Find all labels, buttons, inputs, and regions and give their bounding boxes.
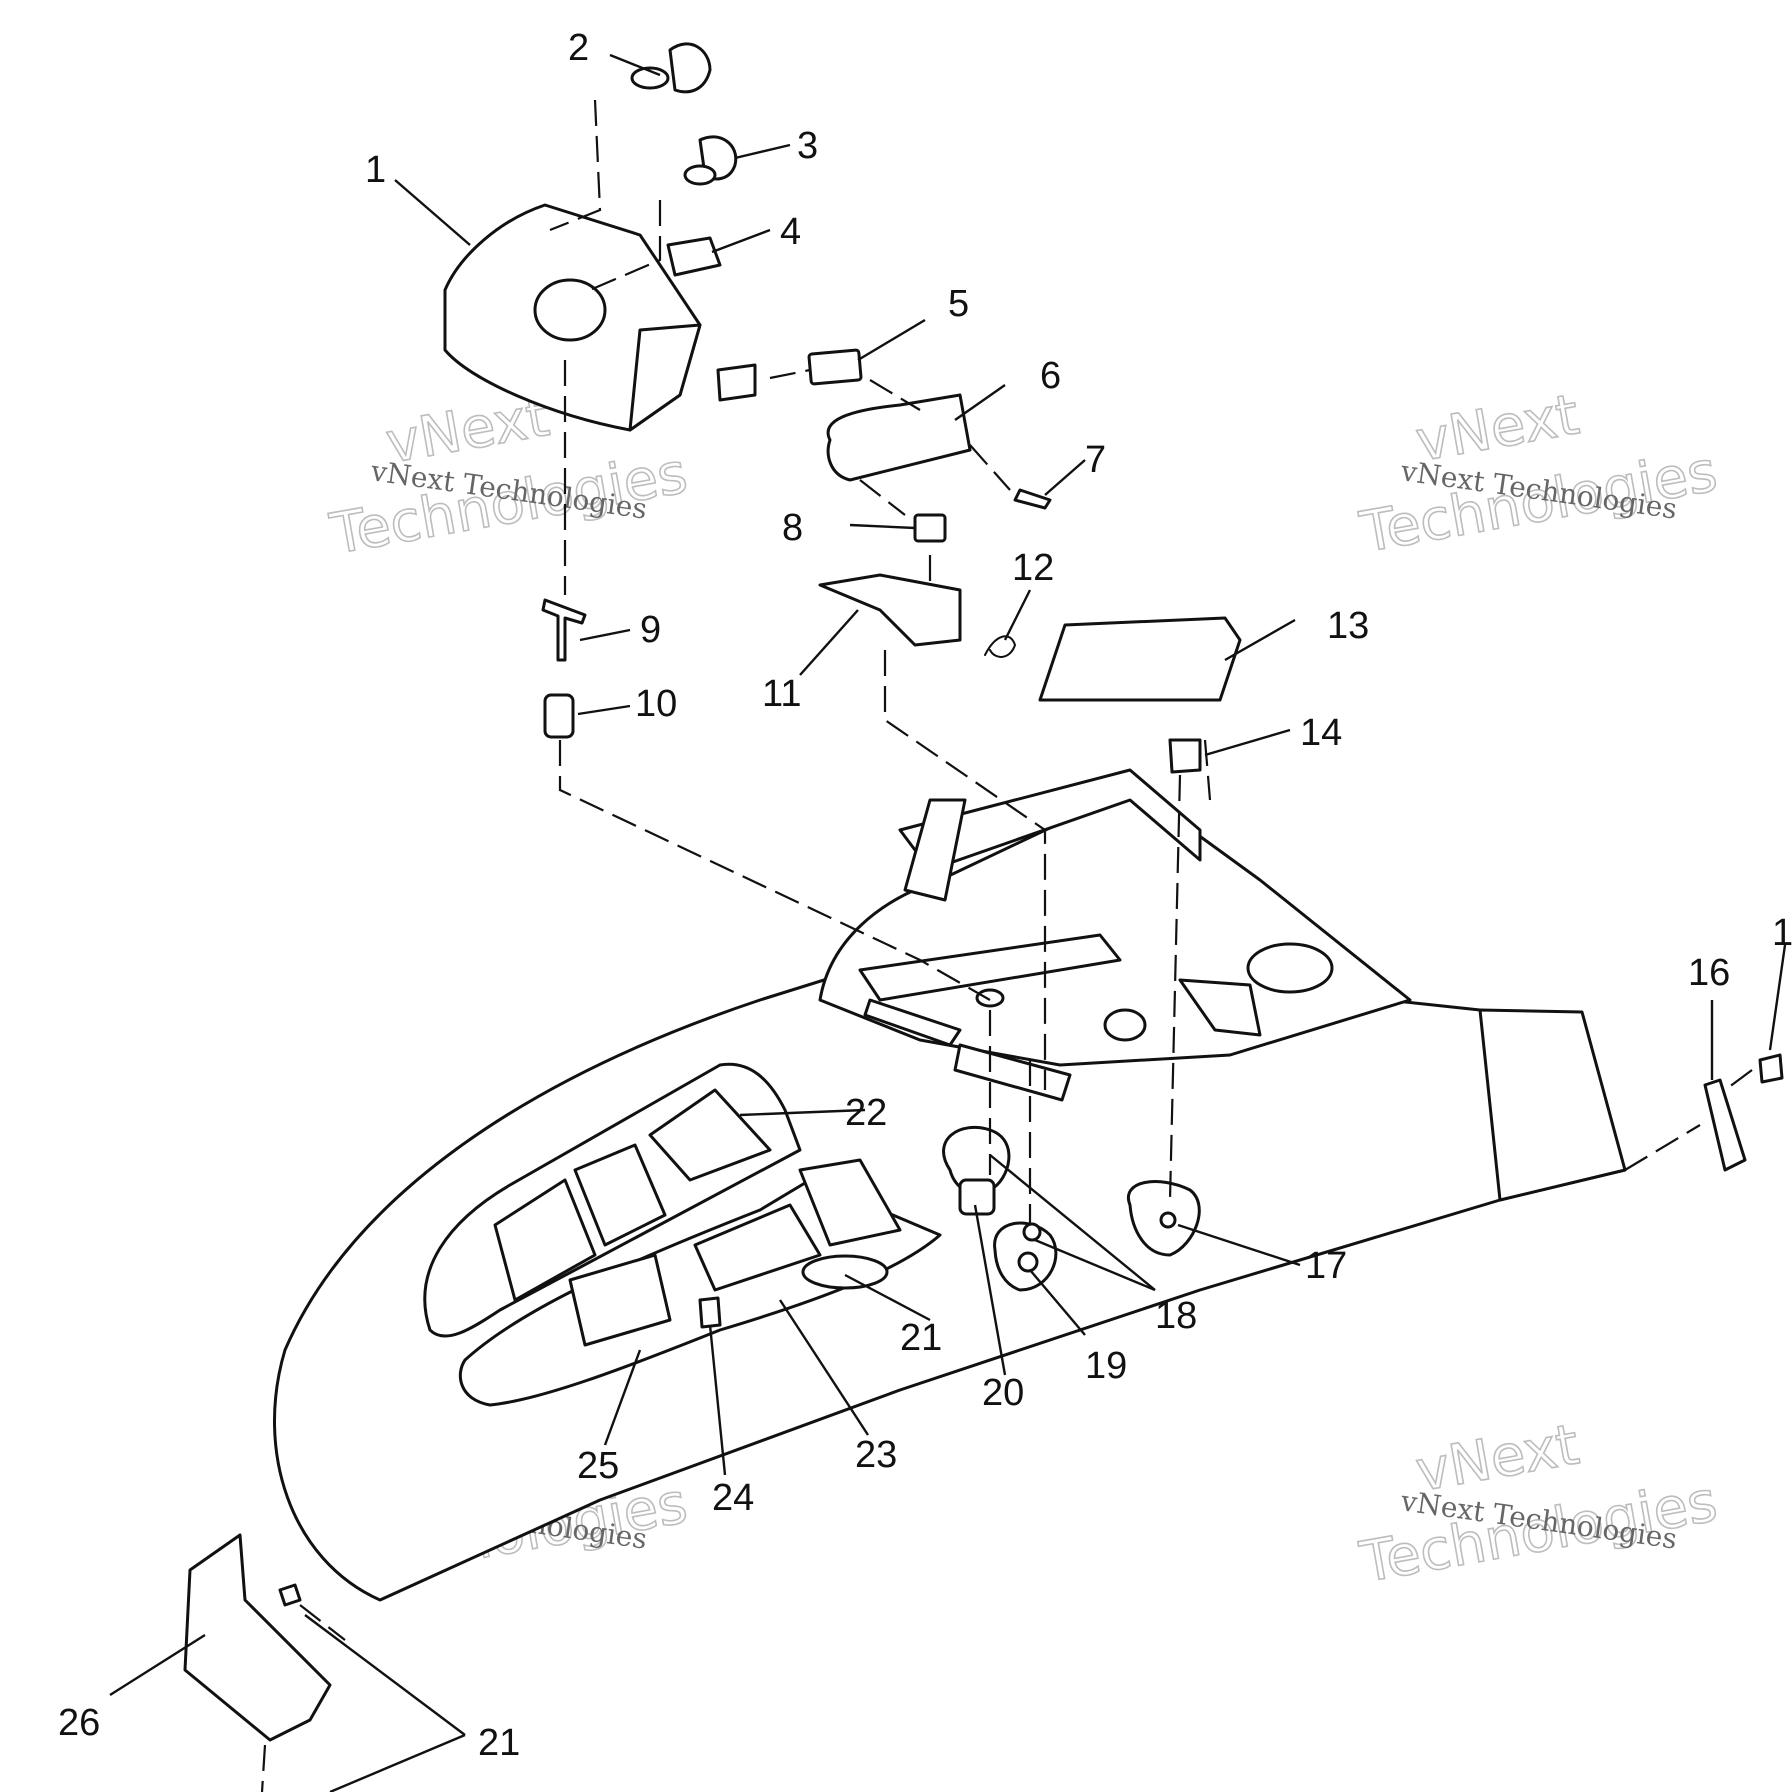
callout-11: 11	[762, 673, 801, 715]
assembly-guide-lines	[260, 99, 1753, 1792]
callout-26: 26	[58, 1702, 100, 1744]
callout-24: 24	[712, 1477, 754, 1519]
side-bracket-pin	[278, 1583, 302, 1607]
callout-8: 8	[782, 507, 803, 549]
hood-front-lip	[1478, 1008, 1627, 1202]
hood-outer-shell	[273, 948, 1627, 1602]
hood-slot-plate	[858, 933, 1122, 1002]
hood-hole-mount	[975, 988, 1005, 1008]
adjuster-assembly	[541, 598, 587, 739]
nut-8	[913, 513, 947, 543]
bracket-6	[826, 393, 972, 482]
callout-7: 7	[1085, 439, 1106, 481]
bracket-11	[818, 573, 962, 647]
watermark-bottom-right: vNext Technologies	[1354, 1412, 1722, 1597]
hood-hinge-strip	[953, 1043, 1072, 1102]
adjuster-screw-9	[541, 598, 587, 662]
switch-24	[698, 1296, 722, 1329]
side-bracket-26	[183, 1533, 332, 1742]
callout-25: 25	[577, 1445, 619, 1487]
callout-labels: 1 2 3 4 5 6 7 8 9 10 11 12 13 14 16 17 1…	[58, 27, 1792, 1764]
callout-6: 6	[1040, 355, 1061, 397]
callout-15-partial: 1	[1772, 912, 1792, 954]
latch-pin	[1758, 1053, 1784, 1084]
nut-19	[1017, 1251, 1039, 1273]
callout-4: 4	[780, 211, 801, 253]
bulb-2-glass	[630, 66, 670, 90]
hood-rear-deck	[818, 788, 1412, 1067]
callout-21-bottom: 21	[478, 1722, 520, 1764]
callout-20: 20	[982, 1372, 1024, 1414]
hood-hinge-strip-2	[863, 998, 962, 1047]
headlight-side-face	[628, 323, 702, 432]
hood-hole-small	[1103, 1008, 1147, 1042]
headlight-reflector	[533, 278, 607, 342]
bulb-4-block	[666, 236, 722, 277]
hood-rear-bracket-left	[903, 798, 967, 902]
bulb-3-glass	[683, 164, 717, 186]
headlight-tab	[716, 363, 757, 402]
callout-16: 16	[1688, 952, 1730, 994]
callout-22: 22	[845, 1092, 887, 1134]
bracket-assembly	[807, 348, 1052, 658]
callout-19: 19	[1085, 1345, 1127, 1387]
decal-panel-f	[568, 1253, 672, 1347]
callout-21-top: 21	[900, 1317, 942, 1359]
switch-20-body	[958, 1178, 996, 1216]
hood-rear-bracket-right	[1178, 978, 1262, 1037]
side-lens-assembly	[1038, 616, 1242, 774]
side-bracket-assembly	[183, 1533, 332, 1742]
screw-17-head	[1159, 1211, 1177, 1229]
callout-leaders	[109, 53, 1787, 1792]
callout-18: 18	[1155, 1295, 1197, 1337]
spring-10	[543, 693, 575, 739]
side-lens-13	[1038, 616, 1242, 702]
screw-7	[1013, 488, 1052, 510]
decal-panel-a	[493, 1178, 597, 1302]
callout-23: 23	[855, 1434, 897, 1476]
callout-9: 9	[640, 609, 661, 651]
plate-5	[807, 348, 863, 386]
decal-21-oval	[801, 1254, 889, 1290]
callout-13: 13	[1327, 605, 1369, 647]
callout-3: 3	[797, 125, 818, 167]
callout-12: 12	[1012, 547, 1054, 589]
bulb-2-socket	[668, 42, 712, 94]
decal-panel-b	[573, 1143, 667, 1247]
latch-assembly	[1703, 1053, 1784, 1172]
callout-5: 5	[948, 283, 969, 325]
hood-hole-large	[1246, 942, 1334, 994]
callout-10: 10	[635, 683, 677, 725]
decal-panel-c	[648, 1088, 772, 1182]
hood-assembly	[273, 768, 1627, 1602]
latch-lever-16	[1703, 1078, 1747, 1172]
watermark-top-right: vNext Technologies	[1354, 382, 1722, 567]
spring-12	[984, 635, 1017, 658]
decal-panel-e	[798, 1158, 902, 1247]
callout-17: 17	[1305, 1245, 1347, 1287]
decal-panel-d	[693, 1203, 822, 1292]
headlight-assembly	[443, 42, 757, 432]
callout-14: 14	[1300, 712, 1342, 754]
grommet-14	[1168, 738, 1202, 774]
nut-18	[1022, 1222, 1042, 1242]
callout-2: 2	[568, 27, 589, 69]
callout-1: 1	[365, 149, 386, 191]
